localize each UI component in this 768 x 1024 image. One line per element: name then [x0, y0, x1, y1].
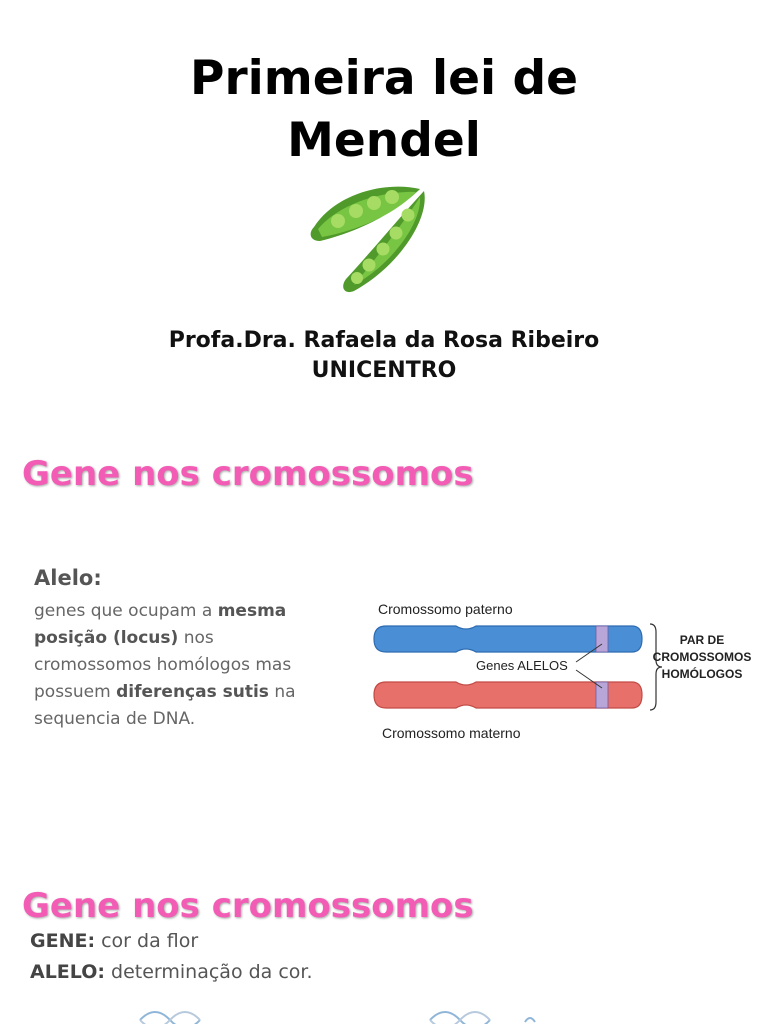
pea-pod-icon	[310, 186, 425, 293]
label-maternal: Cromossomo materno	[382, 725, 521, 741]
label-pair-1: PAR DE	[680, 633, 724, 647]
definition-text: genes que ocupam a	[34, 601, 218, 621]
definition-bold: mesma posição (locus)	[34, 601, 287, 648]
paternal-gene-locus	[595, 625, 609, 653]
institution-name: UNICENTRO	[311, 358, 457, 383]
gene-value: cor da flor	[95, 930, 199, 952]
dna-strand	[429, 1011, 491, 1024]
title-line-1: Primeira lei de	[190, 51, 578, 106]
dna-illustration	[139, 1011, 536, 1024]
section-title: Gene nos cromossomos	[22, 454, 474, 494]
section-title: Gene nos cromossomos	[22, 886, 474, 926]
allele-value: determinação da cor.	[104, 961, 313, 983]
maternal-gene-locus	[595, 681, 609, 709]
definition-bold: diferenças sutis	[116, 682, 269, 702]
gene-label: GENE:	[30, 930, 96, 952]
allele-label: ALELO:	[30, 961, 105, 983]
alelo-definition: genes que ocupam a mesma posição (locus)…	[34, 598, 334, 733]
homologous-chromosomes-diagram: Cromossomo paterno Genes ALELOS PAR DE C…	[373, 601, 752, 741]
label-paternal: Cromossomo paterno	[378, 601, 513, 617]
alelo-heading: Alelo:	[34, 566, 102, 590]
dna-strand	[524, 1017, 536, 1023]
author-block: Profa.Dra. Rafaela da Rosa Ribeiro UNICE…	[0, 326, 768, 386]
label-pair-2: CROMOSSOMOS	[653, 650, 752, 664]
definition-text: na sequencia de DNA.	[34, 682, 296, 729]
label-pair-3: HOMÓLOGOS	[662, 666, 743, 681]
page-title: Primeira lei de Mendel	[0, 48, 768, 172]
label-alleles: Genes ALELOS	[476, 658, 568, 673]
paternal-chromosome	[373, 625, 643, 653]
definition-text: nos cromossomos homólogos mas possuem	[34, 628, 292, 702]
author-name: Profa.Dra. Rafaela da Rosa Ribeiro	[168, 328, 600, 353]
pointer-line	[575, 669, 603, 689]
pair-bracket	[649, 623, 663, 711]
dna-strand	[139, 1011, 201, 1024]
pointer-line	[575, 643, 603, 663]
allele-definition: ALELO: determinação da cor.	[30, 961, 313, 983]
maternal-chromosome	[373, 681, 643, 709]
title-line-2: Mendel	[287, 113, 481, 168]
gene-definition: GENE: cor da flor	[30, 930, 198, 952]
